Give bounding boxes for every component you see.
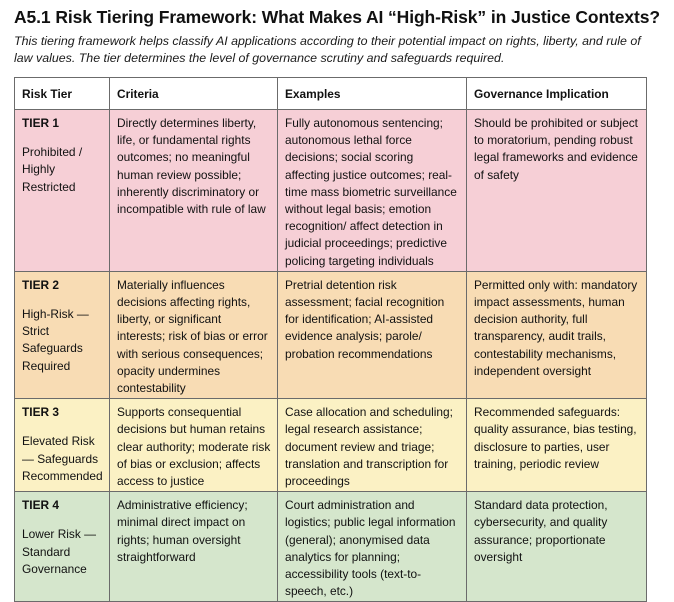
- examples-cell: Pretrial detention risk assessment; faci…: [277, 270, 467, 400]
- tier-cell: TIER 2 High-Risk — Strict Safeguards Req…: [14, 270, 110, 400]
- tier-label: Prohibited / Highly Restricted: [22, 145, 83, 194]
- tier-number: TIER 3: [22, 405, 60, 420]
- header-examples: Examples: [277, 77, 467, 110]
- table-row-tier-1: TIER 1 Prohibited / Highly Restricted Di…: [14, 109, 647, 272]
- tier-cell: TIER 1 Prohibited / Highly Restricted: [14, 109, 110, 272]
- page-title: A5.1 Risk Tiering Framework: What Makes …: [14, 7, 660, 27]
- header-criteria: Criteria: [109, 77, 278, 110]
- governance-cell: Should be prohibited or subject to morat…: [466, 109, 647, 272]
- examples-cell: Case allocation and scheduling; legal re…: [277, 398, 467, 493]
- criteria-cell: Administrative efficiency; minimal direc…: [109, 491, 278, 602]
- tier-cell: TIER 3 Elevated Risk — Safeguards Recomm…: [14, 398, 110, 493]
- examples-cell: Fully autonomous sentencing; autonomous …: [277, 109, 467, 272]
- tier-number: TIER 2: [22, 277, 60, 292]
- table-row-tier-2: TIER 2 High-Risk — Strict Safeguards Req…: [14, 270, 647, 400]
- tier-label: High-Risk — Strict Safeguards Required: [22, 307, 89, 373]
- tier-number: TIER 4: [22, 498, 60, 513]
- criteria-cell: Directly determines liberty, life, or fu…: [109, 109, 278, 272]
- intro-paragraph: This tiering framework helps classify AI…: [14, 34, 641, 65]
- risk-tier-table: Risk Tier Criteria Examples Governance I…: [14, 77, 647, 602]
- tier-label: Lower Risk — Standard Governance: [22, 527, 97, 576]
- table-row-tier-4: TIER 4 Lower Risk — Standard Governance …: [14, 491, 647, 602]
- tier-number: TIER 1: [22, 116, 60, 130]
- criteria-cell: Materially influences decisions affectin…: [109, 270, 278, 400]
- governance-cell: Recommended safeguards: quality assuranc…: [466, 398, 647, 493]
- table-row-tier-3: TIER 3 Elevated Risk — Safeguards Recomm…: [14, 398, 647, 493]
- governance-cell: Permitted only with: mandatory impact as…: [466, 270, 647, 400]
- header-risk-tier: Risk Tier: [14, 77, 110, 110]
- tier-label: Elevated Risk — Safeguards Recommended: [22, 434, 103, 483]
- tier-cell: TIER 4 Lower Risk — Standard Governance: [14, 491, 110, 602]
- criteria-cell: Supports consequential decisions but hum…: [109, 398, 278, 493]
- examples-cell: Court administration and logistics; publ…: [277, 491, 467, 602]
- table-header-row: Risk Tier Criteria Examples Governance I…: [14, 77, 647, 110]
- header-governance: Governance Implication: [466, 77, 647, 110]
- governance-cell: Standard data protection, cybersecurity,…: [466, 491, 647, 602]
